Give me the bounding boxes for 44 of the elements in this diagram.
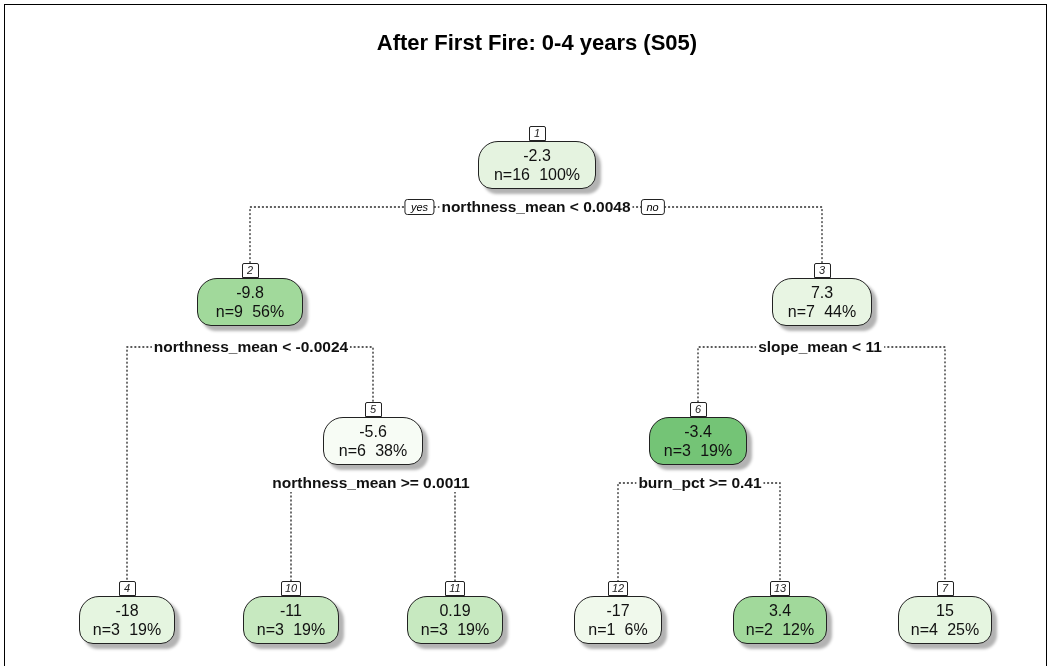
node-value: -5.6 [359, 422, 387, 441]
node-count: n=4 25% [910, 620, 980, 639]
node-number-tag: 12 [607, 581, 629, 596]
edge-label: no [640, 199, 665, 215]
node-count: n=3 19% [420, 620, 490, 639]
node-number-tag: 13 [769, 581, 791, 596]
node-value: 15 [936, 601, 954, 620]
node-count: n=2 12% [745, 620, 815, 639]
node-value: -9.8 [236, 283, 264, 302]
node-number-tag: 10 [280, 581, 302, 596]
connector-line [454, 491, 456, 582]
node-count: n=7 44% [787, 302, 857, 321]
node-number-tag: 5 [364, 402, 382, 417]
node-number-tag: 11 [445, 581, 465, 596]
node-number-tag: 6 [689, 402, 707, 417]
node-number-tag: 4 [118, 581, 136, 596]
connector-line [617, 482, 638, 582]
connector-line [249, 206, 441, 264]
node-value: -17 [606, 601, 630, 620]
node-count: n=3 19% [256, 620, 326, 639]
connector-line [631, 206, 823, 264]
connector-line [762, 482, 781, 582]
node-value: -11 [280, 601, 302, 620]
node-count: n=1 6% [588, 620, 648, 639]
node-number-tag: 7 [936, 581, 954, 596]
edge-label: yes [404, 199, 434, 215]
node-value: -18 [115, 601, 139, 620]
node-number-tag: 1 [528, 126, 546, 141]
node-count: n=6 38% [338, 441, 408, 460]
node-value: 7.3 [810, 283, 834, 302]
node-count: n=9 56% [215, 302, 285, 321]
node-number-tag: 2 [241, 263, 259, 278]
node-number-tag: 3 [813, 263, 831, 278]
chart-title: After First Fire: 0-4 years (S05) [375, 30, 699, 56]
node-count: n=16 100% [493, 165, 581, 184]
node-value: 0.19 [439, 601, 471, 620]
connector-line [290, 491, 292, 582]
node-value: 3.4 [768, 601, 792, 620]
node-count: n=3 19% [92, 620, 162, 639]
node-value: -3.4 [684, 422, 712, 441]
connector-line [697, 346, 757, 403]
node-value: -2.3 [523, 146, 551, 165]
node-count: n=3 19% [663, 441, 733, 460]
connector-line [349, 346, 374, 403]
